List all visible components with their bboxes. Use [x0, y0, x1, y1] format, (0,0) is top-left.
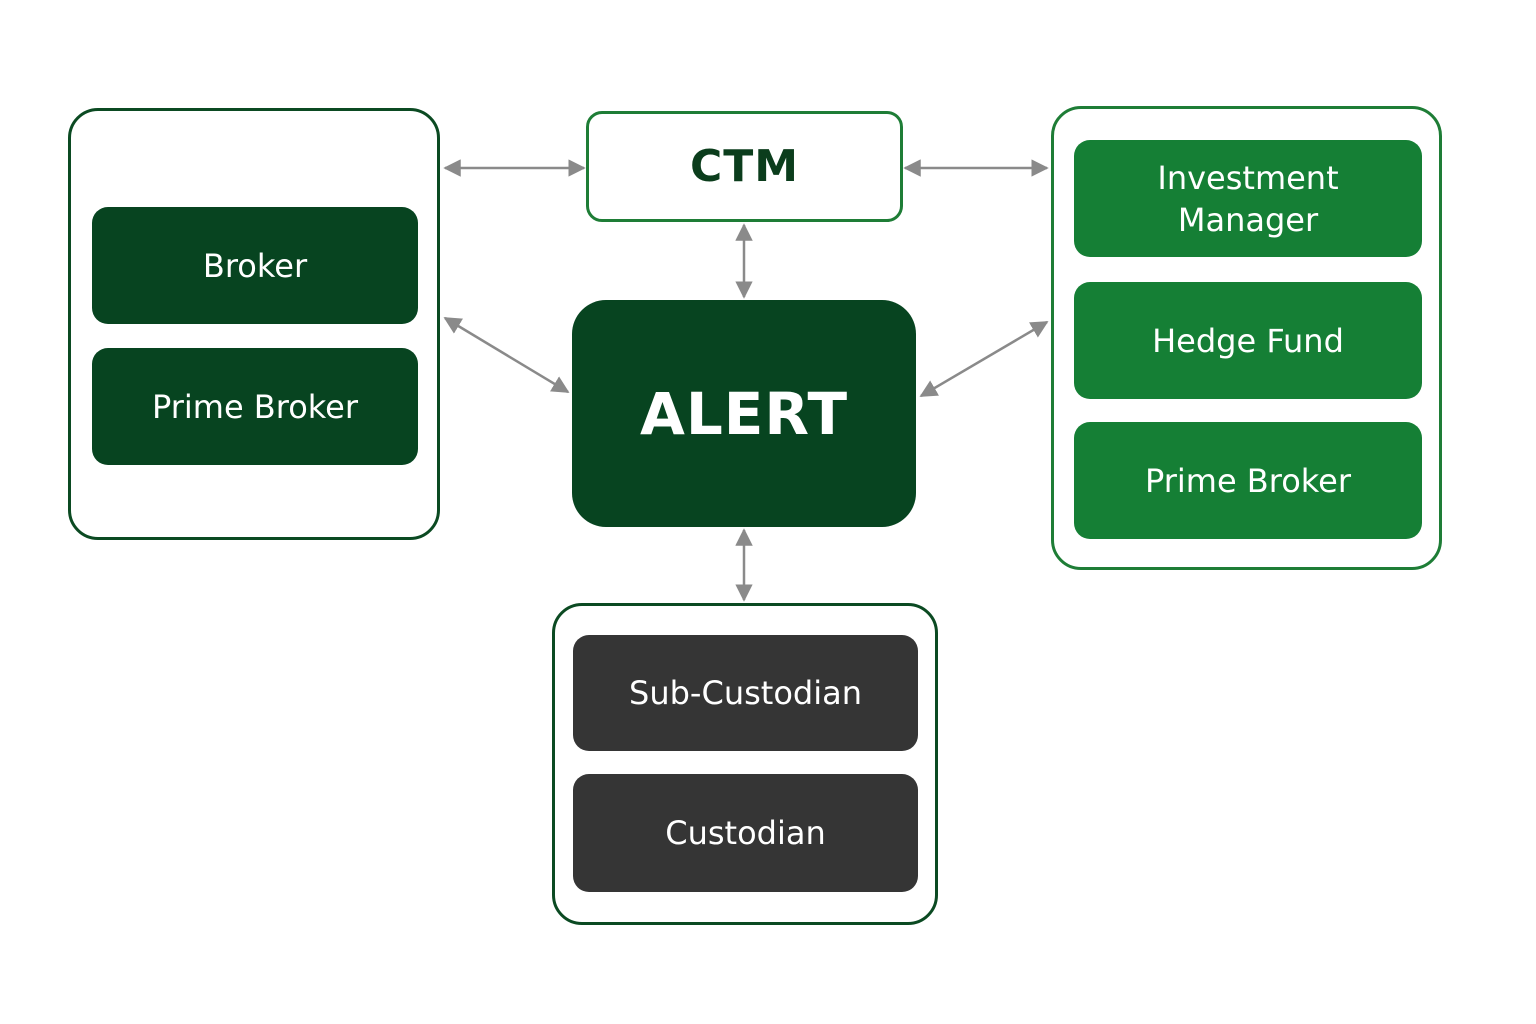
prime-broker-label-right: Prime Broker — [1144, 461, 1352, 500]
sub-custodian-node[interactable]: Sub-Custodian — [573, 635, 918, 751]
arrow-alert-right-group — [919, 320, 1049, 398]
prime-broker-node-right[interactable]: Prime Broker — [1074, 422, 1422, 539]
arrow-left-group-alert — [443, 316, 570, 394]
broker-label: Broker — [202, 246, 308, 285]
alert-label: ALERT — [639, 379, 849, 448]
prime-broker-label-left: Prime Broker — [151, 387, 359, 426]
left-participant-group: Broker Prime Broker — [68, 108, 440, 540]
sub-custodian-label: Sub-Custodian — [629, 674, 862, 712]
custodian-node[interactable]: Custodian — [573, 774, 918, 892]
ctm-label: CTM — [689, 141, 800, 192]
investment-manager-node[interactable]: Investment Manager — [1074, 140, 1422, 257]
broker-node[interactable]: Broker — [92, 207, 418, 324]
prime-broker-node-left[interactable]: Prime Broker — [92, 348, 418, 465]
bottom-participant-group: Sub-Custodian Custodian — [552, 603, 938, 925]
ctm-node[interactable]: CTM — [586, 111, 903, 222]
hedge-fund-node[interactable]: Hedge Fund — [1074, 282, 1422, 399]
right-participant-group: Investment Manager Hedge Fund Prime Brok… — [1051, 106, 1442, 570]
custodian-label: Custodian — [665, 814, 826, 852]
alert-node[interactable]: ALERT — [572, 300, 916, 527]
investment-manager-label: Investment Manager — [1157, 158, 1339, 239]
hedge-fund-label: Hedge Fund — [1152, 321, 1344, 360]
